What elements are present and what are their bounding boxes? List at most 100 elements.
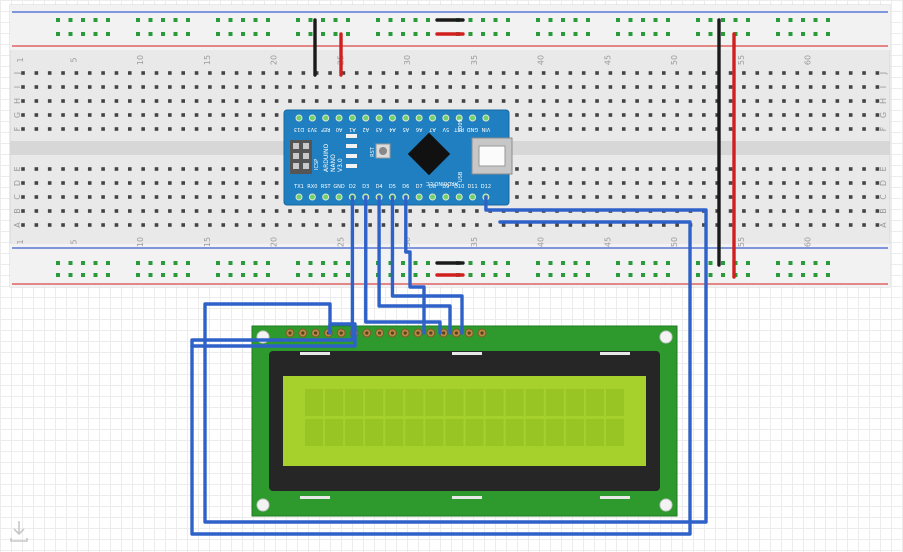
breadboard-hole: [608, 71, 613, 75]
rail-hole: [148, 32, 153, 36]
breadboard-hole: [528, 71, 533, 75]
breadboard-hole: [595, 167, 599, 171]
lcd-pin-hole: [390, 331, 394, 335]
column-number: 1: [16, 239, 25, 244]
wire-en[interactable]: [190, 322, 357, 348]
rail-hole: [136, 261, 140, 265]
nano-led: [346, 164, 357, 168]
breadboard-hole: [328, 209, 332, 213]
breadboard-hole: [114, 99, 119, 103]
reset-button-cap[interactable]: [379, 147, 387, 155]
breadboard-hole: [181, 85, 185, 89]
breadboard-hole: [595, 223, 599, 227]
wire-d5[interactable]: [404, 195, 426, 335]
rail-hole: [56, 32, 60, 36]
breadboard-hole: [128, 99, 132, 103]
wire-d3[interactable]: [377, 195, 452, 335]
breadboard-hole: [435, 209, 439, 213]
breadboard-hole: [208, 71, 212, 75]
rail-hole: [493, 18, 498, 22]
breadboard-hole: [47, 181, 52, 185]
breadboard-hole: [541, 99, 546, 103]
breadboard-hole: [221, 209, 226, 213]
breadboard-hole: [795, 85, 800, 89]
rail-hole: [481, 18, 485, 22]
rail-hole: [733, 18, 738, 22]
breadboard-hole: [621, 99, 626, 103]
breadboard-hole: [822, 181, 826, 185]
breadboard-hole: [581, 181, 586, 185]
breadboard-hole: [635, 127, 639, 131]
rail-hole: [81, 32, 85, 36]
breadboard-hole: [475, 99, 479, 103]
lcd-tab: [452, 496, 482, 499]
wire-gnd[interactable]: [190, 195, 692, 536]
rail-hole: [136, 18, 140, 22]
rail-hole: [241, 261, 245, 265]
breadboard-hole: [261, 195, 266, 199]
breadboard-hole: [541, 113, 546, 117]
breadboard-hole: [435, 223, 439, 227]
breadboard-hole: [101, 127, 105, 131]
mcu-chip: [407, 132, 451, 176]
wire-rs[interactable]: [203, 195, 708, 524]
rail-hole: [776, 273, 780, 277]
breadboard-hole: [461, 99, 466, 103]
breadboard-hole: [782, 181, 786, 185]
breadboard-hole: [768, 167, 773, 171]
breadboard-hole: [662, 71, 666, 75]
breadboard-hole: [328, 85, 332, 89]
breadboard-hole: [555, 195, 559, 199]
rail-hole: [481, 32, 485, 36]
rail-hole: [653, 273, 658, 277]
breadboard-hole: [702, 113, 706, 117]
breadboard-hole: [515, 127, 519, 131]
rail-hole: [788, 261, 793, 265]
breadboard-hole: [314, 71, 319, 75]
breadboard-hole: [515, 181, 519, 185]
breadboard-hole: [768, 181, 773, 185]
breadboard-hole: [635, 71, 639, 75]
breadboard-hole: [74, 181, 79, 185]
nano-pin-label-top: RST: [453, 126, 464, 132]
breadboard-hole: [862, 85, 866, 89]
breadboard-hole: [435, 85, 439, 89]
breadboard-hole: [248, 71, 252, 75]
breadboard-hole: [114, 127, 119, 131]
breadboard-hole: [768, 223, 773, 227]
breadboard-hole: [795, 223, 800, 227]
breadboard-hole: [728, 71, 733, 75]
breadboard-hole: [181, 127, 185, 131]
nano-pin-bottom: [429, 193, 436, 201]
lcd-pin-hole: [429, 331, 433, 335]
breadboard-hole: [541, 223, 546, 227]
rail-hole: [776, 32, 780, 36]
breadboard-hole: [715, 181, 719, 185]
wire-d2[interactable]: [364, 195, 442, 335]
breadboard-hole: [755, 85, 760, 89]
breadboard-hole: [568, 181, 573, 185]
breadboard-hole: [248, 195, 252, 199]
rail-hole: [266, 273, 270, 277]
breadboard-hole: [675, 195, 679, 199]
breadboard-hole: [568, 113, 573, 117]
breadboard-hole: [728, 85, 733, 89]
breadboard-hole: [862, 209, 866, 213]
rail-hole: [493, 273, 498, 277]
nano-pin-bottom: [442, 193, 450, 201]
breadboard-hole: [795, 209, 800, 213]
rail-hole: [161, 261, 165, 265]
nano-pin-label-top: A7: [429, 126, 436, 132]
wire-d4[interactable]: [390, 195, 464, 335]
breadboard-hole: [595, 195, 599, 199]
rail-hole: [548, 32, 553, 36]
breadboard-hole: [528, 223, 533, 227]
breadboard-hole: [581, 99, 586, 103]
rail-hole: [333, 32, 338, 36]
breadboard-hole: [381, 85, 386, 89]
icsp-pin: [293, 143, 299, 149]
lcd-pin-hole: [454, 331, 458, 335]
breadboard-hole: [848, 85, 853, 89]
breadboard-hole: [688, 167, 693, 171]
rail-hole: [536, 18, 540, 22]
